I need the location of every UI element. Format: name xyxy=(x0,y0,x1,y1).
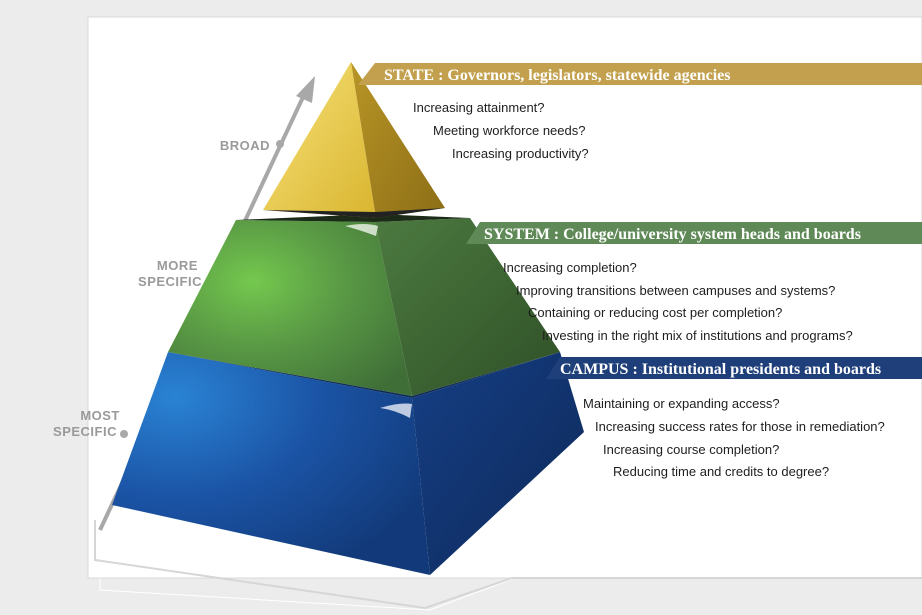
question-item: Increasing completion? xyxy=(503,260,637,275)
banner-campus-title: CAMPUS : Institutional presidents and bo… xyxy=(560,361,881,378)
tier-campus xyxy=(112,352,584,575)
banner-system-title: SYSTEM : College/university system heads… xyxy=(484,226,861,243)
question-item: Increasing productivity? xyxy=(452,146,589,161)
base-channel xyxy=(94,520,922,610)
question-item: Reducing time and credits to degree? xyxy=(613,464,829,479)
questions-campus: Maintaining or expanding access? Increas… xyxy=(583,396,885,479)
question-item: Increasing success rates for those in re… xyxy=(595,419,885,434)
tier-state xyxy=(263,62,445,218)
questions-system: Increasing completion? Improving transit… xyxy=(503,260,853,343)
question-item: Increasing attainment? xyxy=(413,100,545,115)
tier-system xyxy=(168,214,560,396)
banner-campus: CAMPUS : Institutional presidents and bo… xyxy=(546,357,922,379)
axis-marker xyxy=(120,430,128,438)
banner-state-title: STATE : Governors, legislators, statewid… xyxy=(384,67,730,84)
question-item: Investing in the right mix of institutio… xyxy=(542,328,853,343)
questions-state: Increasing attainment? Meeting workforce… xyxy=(413,100,589,161)
question-item: Maintaining or expanding access? xyxy=(583,396,780,411)
axis-label-broad: BROAD xyxy=(220,138,270,153)
question-item: Meeting workforce needs? xyxy=(433,123,585,138)
question-item: Containing or reducing cost per completi… xyxy=(528,305,782,320)
banner-state: STATE : Governors, legislators, statewid… xyxy=(358,63,922,85)
question-item: Increasing course completion? xyxy=(603,442,779,457)
axis-label-more-specific: MORE SPECIFIC xyxy=(138,258,202,289)
axis-marker xyxy=(276,140,284,148)
pyramid xyxy=(112,62,584,575)
banner-system: SYSTEM : College/university system heads… xyxy=(466,222,922,244)
question-item: Improving transitions between campuses a… xyxy=(516,283,835,298)
axis-label-most-specific: MOST SPECIFIC xyxy=(53,408,124,439)
